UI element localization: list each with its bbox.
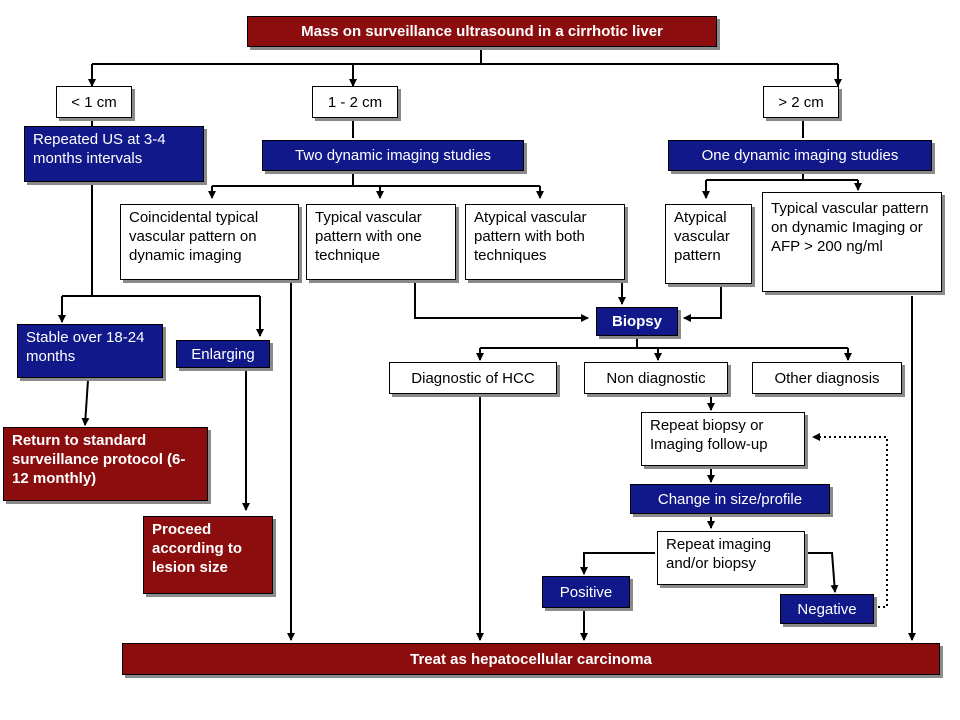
repeat-biopsy-text: Repeat biopsy or Imaging follow-up: [650, 417, 768, 453]
other-diag-box: Other diagnosis: [752, 362, 902, 394]
return-standard-box: Return to standard surveillance protocol…: [3, 427, 208, 501]
one-dynamic-box: One dynamic imaging studies: [668, 140, 932, 171]
treat-hcc-box: Treat as hepatocellular carcinoma: [122, 643, 940, 675]
change-size-text: Change in size/profile: [657, 490, 803, 508]
connector-stable-return: [81, 379, 90, 426]
typical-afp-text: Typical vascular pattern on dynamic Imag…: [771, 200, 929, 255]
connector-atypical-biopsy: [683, 286, 722, 322]
size-small-text: < 1 cm: [71, 93, 117, 111]
repeated-us-box: Repeated US at 3-4 months intervals: [24, 126, 204, 182]
coincidental-box: Coincidental typical vascular pattern on…: [120, 204, 299, 280]
change-size-box: Change in size/profile: [630, 484, 830, 514]
stable-box: Stable over 18-24 months: [17, 324, 163, 378]
return-standard-text: Return to standard surveillance protocol…: [12, 432, 186, 487]
atypical-text: Atypical vascular pattern: [674, 209, 730, 264]
atypical-box: Atypical vascular pattern: [665, 204, 752, 284]
size-large-box: > 2 cm: [763, 86, 839, 118]
typical-afp-box: Typical vascular pattern on dynamic Imag…: [762, 192, 942, 292]
connector-typical-one-biopsy: [414, 280, 589, 322]
non-diag-text: Non diagnostic: [606, 369, 706, 387]
size-mid-box: 1 - 2 cm: [312, 86, 398, 118]
two-dynamic-text: Two dynamic imaging studies: [295, 147, 491, 164]
positive-text: Positive: [559, 583, 613, 601]
atypical-both-box: Atypical vascular pattern with both tech…: [465, 204, 625, 280]
title-box: Mass on surveillance ultrasound in a cir…: [247, 16, 717, 47]
repeat-imaging-box: Repeat imaging and/or biopsy: [657, 531, 805, 585]
other-diag-text: Other diagnosis: [774, 369, 880, 387]
enlarging-box: Enlarging: [176, 340, 270, 368]
diag-hcc-box: Diagnostic of HCC: [389, 362, 557, 394]
typical-one-box: Typical vascular pattern with one techni…: [306, 204, 456, 280]
atypical-both-text: Atypical vascular pattern with both tech…: [474, 209, 587, 264]
positive-box: Positive: [542, 576, 630, 608]
typical-one-text: Typical vascular pattern with one techni…: [315, 209, 422, 264]
size-small-box: < 1 cm: [56, 86, 132, 118]
non-diag-box: Non diagnostic: [584, 362, 728, 394]
diag-hcc-text: Diagnostic of HCC: [411, 369, 535, 387]
negative-text: Negative: [797, 600, 857, 618]
stable-text: Stable over 18-24 months: [26, 329, 145, 365]
repeated-us-text: Repeated US at 3-4 months intervals: [33, 131, 166, 167]
proceed-text: Proceed according to lesion size: [152, 521, 243, 576]
biopsy-text: Biopsy: [611, 313, 662, 330]
size-large-text: > 2 cm: [778, 93, 824, 111]
proceed-box: Proceed according to lesion size: [143, 516, 273, 594]
negative-box: Negative: [780, 594, 874, 624]
treat-hcc-text: Treat as hepatocellular carcinoma: [410, 650, 652, 668]
one-dynamic-text: One dynamic imaging studies: [701, 147, 899, 164]
size-mid-text: 1 - 2 cm: [327, 93, 383, 111]
repeat-biopsy-box: Repeat biopsy or Imaging follow-up: [641, 412, 805, 466]
connector-negative-loop: [812, 433, 888, 608]
two-dynamic-box: Two dynamic imaging studies: [262, 140, 524, 171]
connector-repeat-imaging-negative: [808, 552, 839, 593]
coincidental-text: Coincidental typical vascular pattern on…: [129, 209, 259, 264]
biopsy-box: Biopsy: [596, 307, 678, 336]
enlarging-text: Enlarging: [191, 345, 255, 363]
repeat-imaging-text: Repeat imaging and/or biopsy: [666, 536, 772, 572]
connector-repeat-imaging-positive: [580, 552, 655, 575]
title-text: Mass on surveillance ultrasound in a cir…: [301, 23, 663, 40]
